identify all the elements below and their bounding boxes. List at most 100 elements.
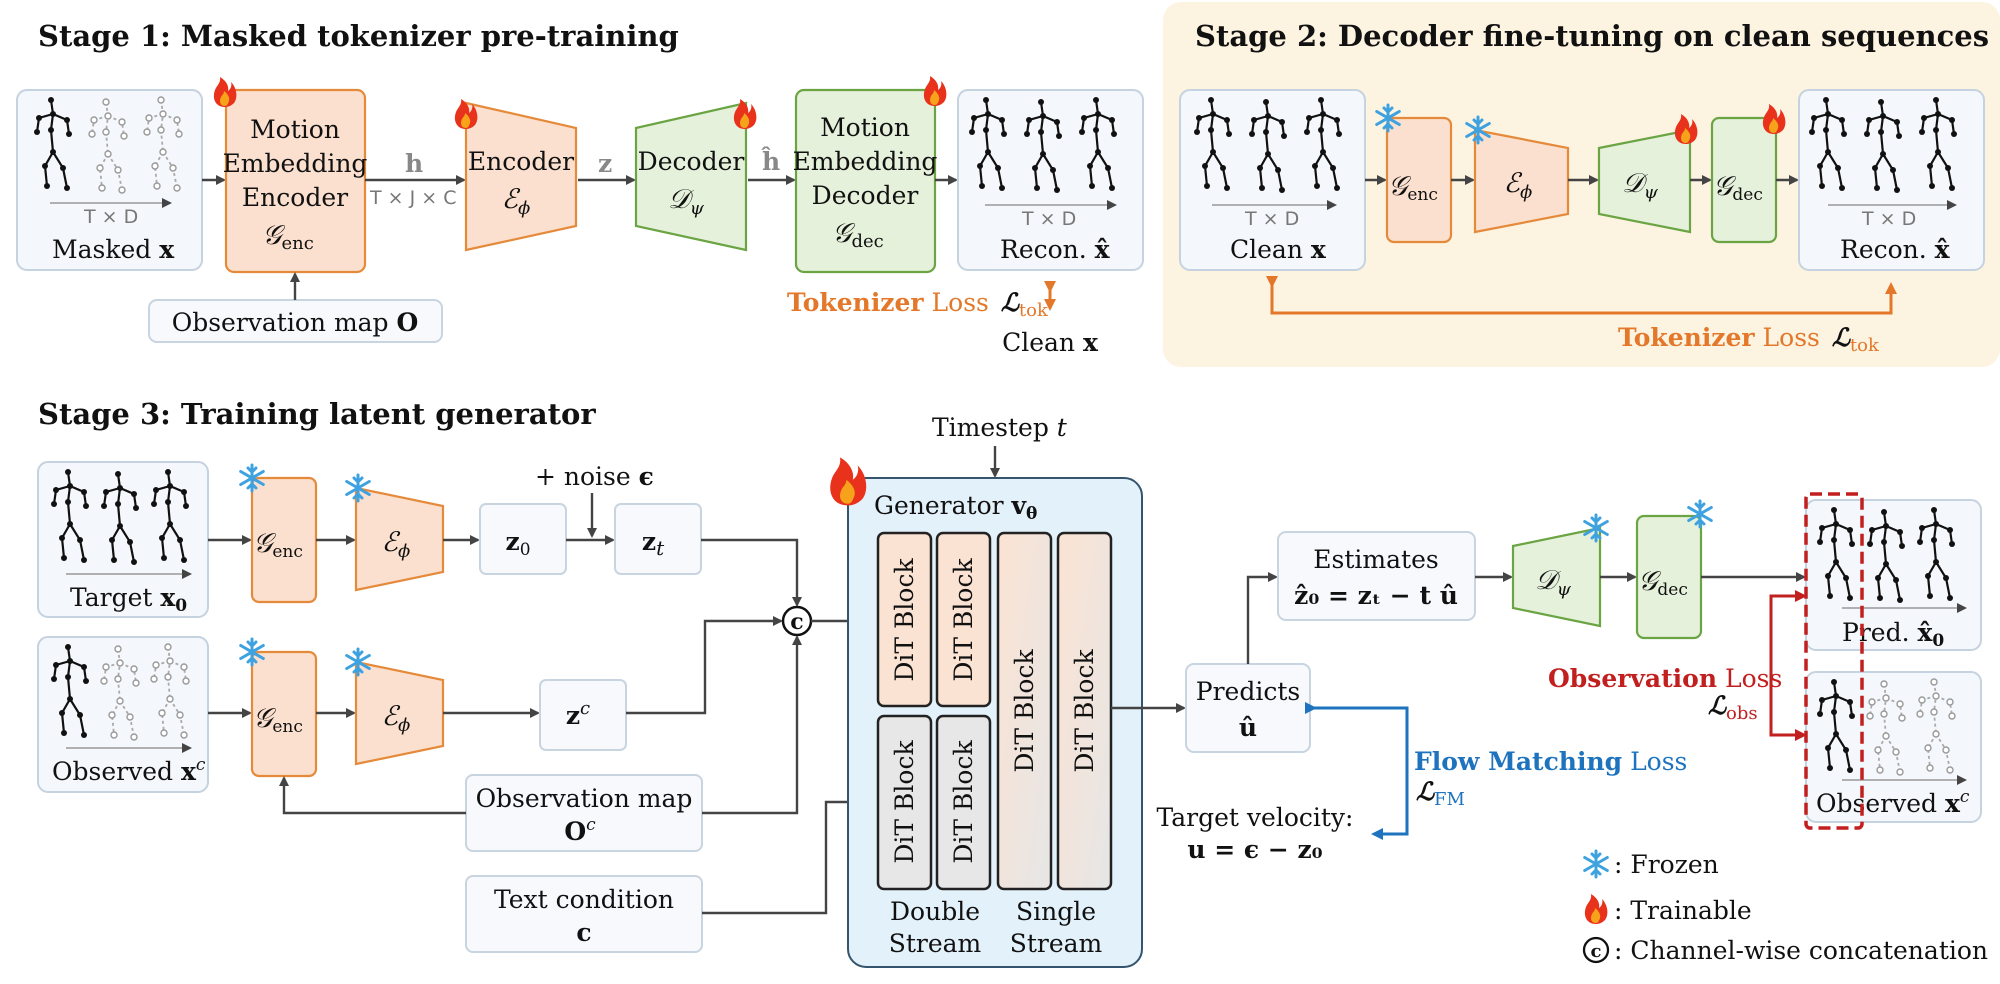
svg-text:zt: zt xyxy=(642,527,665,560)
motion-embedding-encoder: Motion Embedding Encoder 𝒢enc xyxy=(213,77,368,274)
stage3-g-enc-target: 𝒢enc xyxy=(239,463,318,604)
svg-text:Embedding: Embedding xyxy=(793,147,938,176)
stage1-decoder: Decoder 𝒟ψ xyxy=(634,99,757,252)
svg-text:Text condition: Text condition xyxy=(494,885,674,914)
svg-text:DiT Block: DiT Block xyxy=(1070,649,1099,773)
stage2-clean-input: T × D Clean x xyxy=(1179,89,1366,271)
svg-text:h: h xyxy=(405,149,423,178)
svg-text:Flow Matching Loss: Flow Matching Loss xyxy=(1414,747,1687,776)
svg-text:z: z xyxy=(598,149,612,178)
dit-block-double-2-top: DiT Block xyxy=(935,531,992,708)
z0-box: z0 xyxy=(479,503,567,575)
legend-trainable: : Trainable xyxy=(1614,896,1752,925)
stage2-title: Stage 2: Decoder fine-tuning on clean se… xyxy=(1195,19,1989,53)
svg-text:T × D: T × D xyxy=(1244,208,1299,230)
svg-text:z0: z0 xyxy=(505,527,530,560)
stage2-recon-output: T × D Recon. x̂ xyxy=(1798,89,1985,271)
noise-label: + noise ϵ xyxy=(535,462,654,491)
stage3-decoder: 𝒟ψ xyxy=(1511,513,1609,628)
svg-text:Target x0: Target x0 xyxy=(70,583,187,616)
svg-text:Encoder: Encoder xyxy=(242,183,348,212)
estimates-box: Estimates ẑ₀ = zₜ − t û xyxy=(1277,531,1476,621)
svg-text:û: û xyxy=(1239,713,1257,742)
zt-box: zt xyxy=(614,503,702,575)
svg-text:Generator vθ: Generator vθ xyxy=(874,491,1037,524)
dit-block-double-1-top: DiT Block xyxy=(876,531,933,708)
svg-text:𝒢enc: 𝒢enc xyxy=(253,703,303,737)
svg-text:ℰϕ: ℰϕ xyxy=(382,527,411,562)
stage1-clean-target: Clean x xyxy=(1002,328,1099,357)
svg-text:Masked x: Masked x xyxy=(52,235,175,264)
stage3-encoder-observed: ℰϕ xyxy=(345,647,445,766)
stage3-target-input: Target x0 xyxy=(37,461,209,618)
target-velocity: Target velocity: u = ϵ − z₀ xyxy=(1157,803,1354,864)
svg-text:Target velocity:: Target velocity: xyxy=(1157,803,1354,832)
svg-text:Decoder: Decoder xyxy=(812,181,919,210)
svg-text:Predicts: Predicts xyxy=(1196,677,1300,706)
stage2-g-enc: 𝒢enc xyxy=(1375,103,1453,244)
legend-concat: : Channel-wise concatenation xyxy=(1614,936,1988,965)
svg-text:Decoder: Decoder xyxy=(638,147,745,176)
stage3-observation-map: Observation map Oc xyxy=(465,774,703,852)
svg-text:Estimates: Estimates xyxy=(1313,545,1438,574)
legend: : Frozen : Trainable c : Channel-wise co… xyxy=(1582,849,1988,965)
stage1-title: Stage 1: Masked tokenizer pre-training xyxy=(38,19,679,53)
legend-frozen: : Frozen xyxy=(1614,850,1719,879)
stage1-observation-map: Observation map O xyxy=(148,299,443,343)
svg-text:ℰϕ: ℰϕ xyxy=(1504,168,1533,203)
stage1-masked-input: T × D Masked x xyxy=(16,89,203,271)
stage3-observed-input: Observed xc xyxy=(37,636,209,793)
stage1-encoder: Encoder ℰϕ xyxy=(454,99,578,252)
single-stream-label: Single xyxy=(1016,897,1096,926)
svg-text:u = ϵ − z₀: u = ϵ − z₀ xyxy=(1187,835,1322,864)
dit-block-single-1: DiT Block xyxy=(996,531,1053,891)
zc-box: zc xyxy=(539,679,627,751)
dit-block-double-2-bottom: DiT Block xyxy=(935,714,992,891)
svg-text:Recon. x̂: Recon. x̂ xyxy=(1000,235,1111,264)
svg-text:Observation map: Observation map xyxy=(476,784,693,813)
svg-text:DiT Block: DiT Block xyxy=(890,740,919,864)
stage3-pred-output: Pred. x̂0 xyxy=(1805,499,1982,651)
svg-text:c: c xyxy=(1591,941,1602,962)
observation-loss: Observation Loss ℒobs xyxy=(1548,664,1782,724)
svg-text:c: c xyxy=(790,609,803,635)
svg-text:Pred. x̂0: Pred. x̂0 xyxy=(1842,618,1944,651)
svg-text:DiT Block: DiT Block xyxy=(1010,649,1039,773)
predicts-box: Predicts û xyxy=(1185,663,1311,753)
svg-text:Oc: Oc xyxy=(564,815,596,846)
svg-text:Embedding: Embedding xyxy=(223,149,368,178)
dit-block-double-1-bottom: DiT Block xyxy=(876,714,933,891)
svg-text:T × D: T × D xyxy=(1021,208,1076,230)
svg-text:ĥ: ĥ xyxy=(761,147,780,176)
svg-text:Observed xc: Observed xc xyxy=(52,755,206,786)
svg-text:DiT Block: DiT Block xyxy=(949,740,978,864)
stage2-panel xyxy=(1163,2,2000,367)
concat-node: c xyxy=(781,605,813,637)
svg-text:Observed xc: Observed xc xyxy=(1816,787,1970,818)
svg-text:T × D: T × D xyxy=(83,206,138,228)
svg-text:ℒobs: ℒobs xyxy=(1708,691,1758,724)
double-stream-label: Double xyxy=(890,897,980,926)
svg-text:Stream: Stream xyxy=(889,929,982,958)
svg-text:Stream: Stream xyxy=(1010,929,1103,958)
stage2-decoder: 𝒟ψ xyxy=(1597,114,1698,234)
stage2-g-dec: 𝒢dec xyxy=(1710,104,1786,244)
svg-text:Observation Loss: Observation Loss xyxy=(1548,664,1782,693)
stage3-observed-output: Observed xc xyxy=(1805,671,1982,823)
svg-text:Motion: Motion xyxy=(820,113,910,142)
svg-text:T × J × C: T × J × C xyxy=(369,187,456,209)
svg-text:ẑ₀ = zₜ − t û: ẑ₀ = zₜ − t û xyxy=(1294,581,1458,610)
motion-embedding-decoder: Motion Embedding Decoder 𝒢dec xyxy=(793,76,947,274)
svg-text:ℰϕ: ℰϕ xyxy=(382,701,411,736)
stage2-encoder: ℰϕ xyxy=(1465,115,1570,234)
svg-text:Encoder: Encoder xyxy=(468,147,574,176)
svg-text:DiT Block: DiT Block xyxy=(949,558,978,682)
text-condition-box: Text condition c xyxy=(465,875,703,953)
svg-text:Observation map O: Observation map O xyxy=(172,308,419,337)
stage1-recon-output: T × D Recon. x̂ xyxy=(957,89,1144,271)
